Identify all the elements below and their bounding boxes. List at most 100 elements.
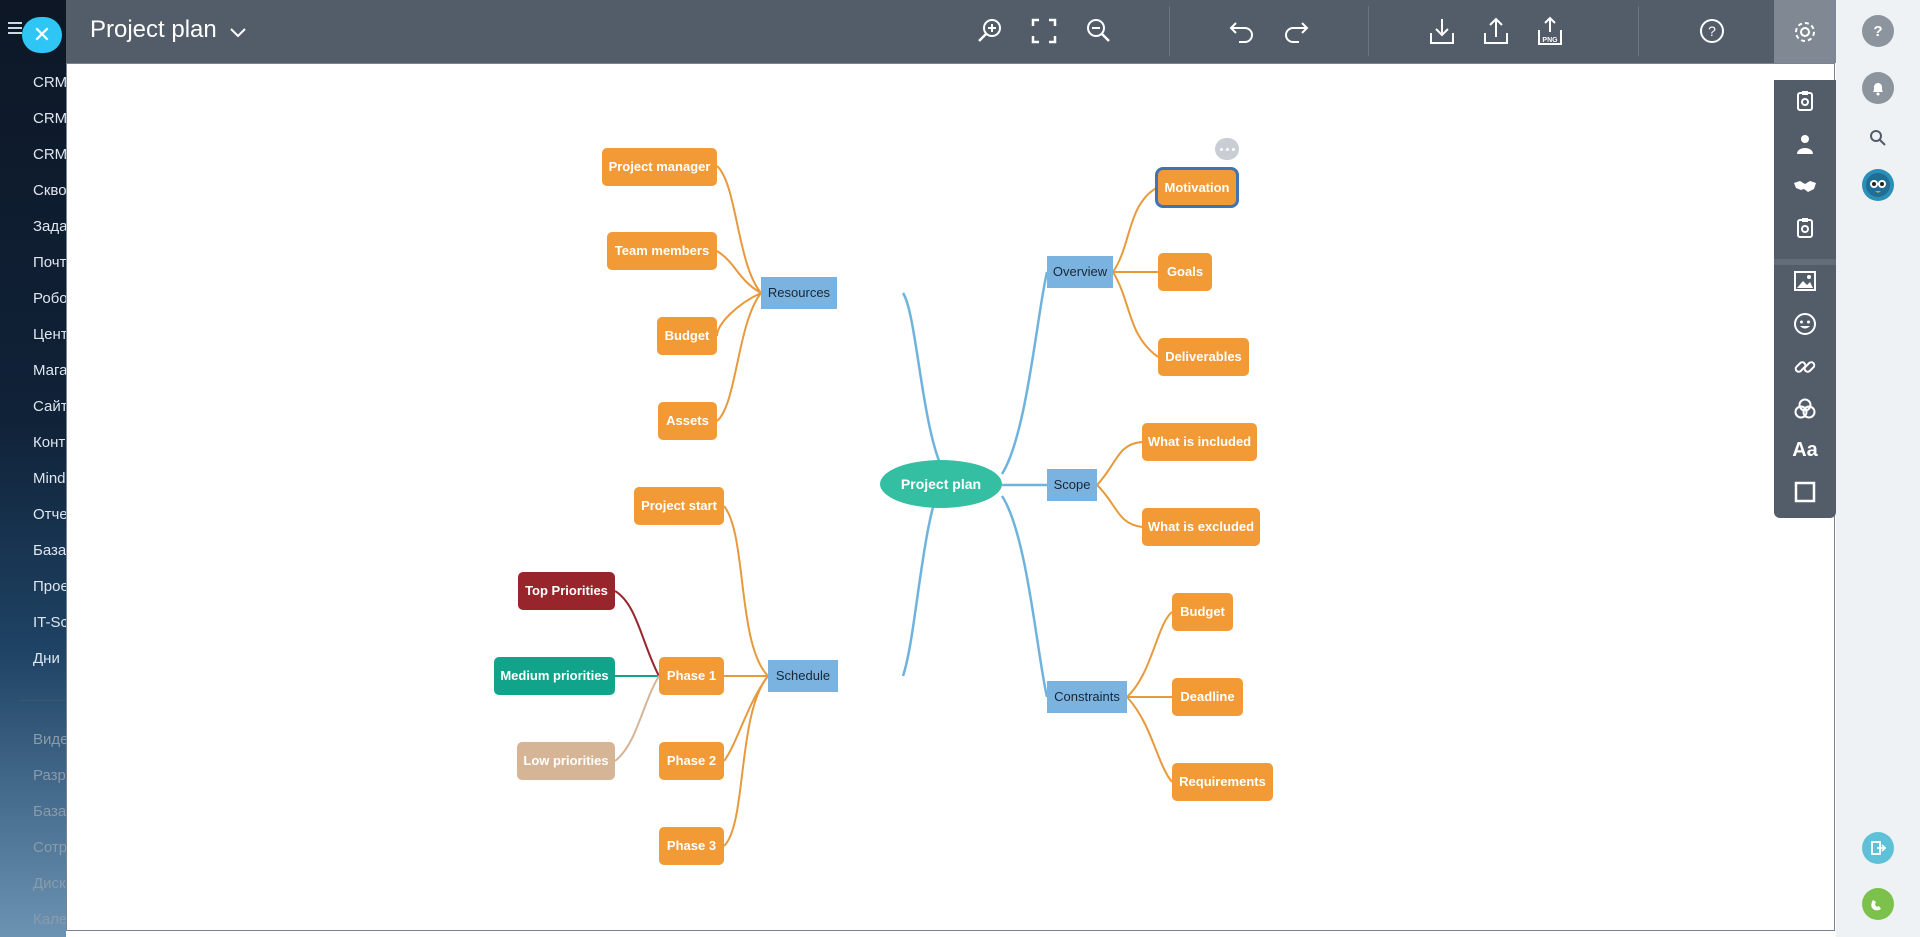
sidebar-item[interactable]: Зада xyxy=(33,218,66,235)
leaf-node-selected[interactable]: Motivation xyxy=(1158,170,1236,205)
leaf-node[interactable]: Project manager xyxy=(602,148,717,186)
close-button[interactable]: ✕ xyxy=(22,17,62,53)
color-button[interactable] xyxy=(1790,394,1820,424)
note-button[interactable] xyxy=(1790,86,1820,116)
image-button[interactable] xyxy=(1790,266,1820,296)
leaf-node[interactable]: Requirements xyxy=(1172,763,1273,801)
svg-text:?: ? xyxy=(1708,23,1716,39)
right-strip: ? xyxy=(1836,0,1920,937)
help-button[interactable]: ? xyxy=(1692,12,1732,50)
sidebar-item[interactable]: Мага xyxy=(33,362,66,379)
priority-node-top[interactable]: Top Priorities xyxy=(518,572,615,610)
zoom-out-button[interactable] xyxy=(1078,12,1118,50)
exit-icon xyxy=(1871,841,1886,855)
priority-node-medium[interactable]: Medium priorities xyxy=(494,657,615,695)
leaf-node[interactable]: Phase 2 xyxy=(659,742,724,780)
sidebar-item[interactable]: Кале xyxy=(33,911,66,928)
export-png-button[interactable]: PNG xyxy=(1530,12,1570,50)
sidebar-item[interactable]: Виде xyxy=(33,731,66,748)
connector xyxy=(1000,271,1049,475)
sidebar-item[interactable]: CRM xyxy=(33,110,66,127)
zoom-in-button[interactable] xyxy=(970,12,1010,50)
handshake-button[interactable] xyxy=(1790,171,1820,201)
share-button[interactable] xyxy=(1476,12,1516,50)
sidebar-item[interactable]: Прое xyxy=(33,578,66,595)
leaf-node[interactable]: Project start xyxy=(634,487,724,525)
priority-node-low[interactable]: Low priorities xyxy=(517,742,615,780)
mindmap-canvas[interactable]: Project plan Resources Schedule Overview… xyxy=(66,63,1835,931)
avatar-icon xyxy=(1866,173,1890,197)
undo-button[interactable] xyxy=(1222,12,1262,50)
toolbar-divider xyxy=(1368,6,1369,56)
branch-node-scope[interactable]: Scope xyxy=(1047,469,1097,501)
page-title[interactable]: Project plan xyxy=(90,16,217,43)
leaf-node[interactable]: Budget xyxy=(657,317,717,355)
leaf-node[interactable]: Phase 3 xyxy=(659,827,724,865)
sidebar-item[interactable]: Отче xyxy=(33,506,66,523)
share-icon xyxy=(1484,17,1508,44)
sidebar-item[interactable]: Разр xyxy=(33,767,66,784)
connector xyxy=(1112,186,1159,273)
leaf-node[interactable]: What is excluded xyxy=(1142,508,1260,546)
leaf-node[interactable]: Deadline xyxy=(1172,678,1243,716)
menu-icon[interactable] xyxy=(8,22,22,34)
left-sidebar: CRM CRM CRM Скво Зада Почт Робо Цент Маг… xyxy=(0,0,66,937)
leaf-node[interactable]: Goals xyxy=(1158,253,1212,291)
leaf-node[interactable]: Deliverables xyxy=(1158,338,1249,376)
search-button[interactable] xyxy=(1862,122,1894,154)
sidebar-item[interactable]: Mind xyxy=(33,470,66,487)
sidebar-item[interactable]: Цент xyxy=(33,326,66,343)
help-circle-button[interactable]: ? xyxy=(1862,15,1894,47)
leaf-node[interactable]: Assets xyxy=(658,402,717,440)
sidebar-item[interactable]: Скво xyxy=(33,182,66,199)
leaf-node[interactable]: Budget xyxy=(1172,593,1233,631)
leaf-node[interactable]: What is included xyxy=(1142,423,1257,461)
branch-node-schedule[interactable]: Schedule xyxy=(768,660,838,692)
text-format-button[interactable]: Aa xyxy=(1790,435,1820,465)
sidebar-item[interactable]: CRM xyxy=(33,74,66,91)
leaf-node[interactable]: Phase 1 xyxy=(659,657,724,695)
close-icon: ✕ xyxy=(32,22,52,47)
sidebar-item[interactable]: База xyxy=(33,542,66,559)
search-icon xyxy=(1870,130,1886,146)
chevron-down-icon[interactable] xyxy=(228,22,248,42)
sidebar-item[interactable]: CRM xyxy=(33,146,66,163)
toolbar-divider xyxy=(1169,6,1170,56)
emoji-button[interactable] xyxy=(1790,309,1820,339)
sidebar-item[interactable]: Почт xyxy=(33,254,66,271)
sidebar-item[interactable]: Робо xyxy=(33,290,66,307)
sidebar-item[interactable]: Дни xyxy=(33,650,60,667)
root-node[interactable]: Project plan xyxy=(880,460,1002,508)
fit-screen-button[interactable] xyxy=(1024,12,1064,50)
phone-icon xyxy=(1871,900,1881,911)
connector xyxy=(716,292,762,422)
task-button[interactable] xyxy=(1790,213,1820,243)
link-button[interactable] xyxy=(1790,352,1820,382)
connector xyxy=(723,675,769,847)
connector xyxy=(716,292,762,337)
leaf-node[interactable]: Team members xyxy=(607,232,717,270)
exit-button[interactable] xyxy=(1862,832,1894,864)
sidebar-item[interactable]: Сайт xyxy=(33,398,66,415)
sidebar-item[interactable]: Диск xyxy=(33,875,66,892)
redo-button[interactable] xyxy=(1276,12,1316,50)
sidebar-item[interactable]: Сотр xyxy=(33,839,66,856)
connector xyxy=(614,675,660,762)
undo-icon xyxy=(1229,22,1253,43)
branch-node-resources[interactable]: Resources xyxy=(761,277,837,309)
notifications-button[interactable] xyxy=(1862,72,1894,104)
settings-button[interactable] xyxy=(1774,0,1836,63)
branch-node-overview[interactable]: Overview xyxy=(1047,256,1113,288)
sidebar-item[interactable]: IT-Sc xyxy=(33,614,66,631)
palette-divider xyxy=(1774,259,1836,265)
branch-node-constraints[interactable]: Constraints xyxy=(1047,681,1127,713)
sidebar-item[interactable]: База xyxy=(33,803,66,820)
frame-icon xyxy=(1794,481,1816,503)
more-options-icon[interactable] xyxy=(1215,138,1239,160)
avatar[interactable] xyxy=(1862,169,1894,201)
user-button[interactable] xyxy=(1790,129,1820,159)
download-button[interactable] xyxy=(1422,12,1462,50)
sidebar-item[interactable]: Конт xyxy=(33,434,66,451)
frame-button[interactable] xyxy=(1790,477,1820,507)
phone-button[interactable] xyxy=(1862,888,1894,920)
